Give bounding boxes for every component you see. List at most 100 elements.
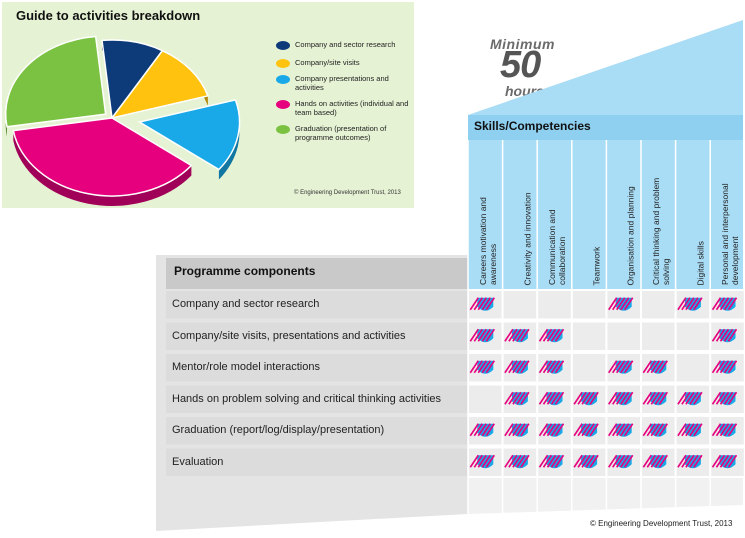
pie-slice bbox=[110, 49, 209, 120]
badge-stripe bbox=[546, 391, 557, 405]
badge-stripe bbox=[711, 360, 722, 374]
badge-stripe bbox=[719, 391, 730, 405]
badge-stripe bbox=[520, 423, 530, 437]
badge-stripe bbox=[646, 423, 656, 437]
badge-stripe bbox=[715, 360, 726, 374]
pie-slice bbox=[12, 117, 193, 197]
badge-stripe bbox=[689, 423, 699, 437]
skill-column-label: Digital skills bbox=[684, 185, 714, 285]
badge-stripe bbox=[516, 360, 526, 374]
badge-stripe bbox=[554, 454, 565, 468]
badge-stripe bbox=[550, 454, 561, 468]
badge-stripe bbox=[542, 360, 553, 374]
badge-stripe bbox=[485, 360, 495, 374]
badge-stripe bbox=[550, 328, 561, 342]
badge-stripe bbox=[504, 391, 514, 405]
programme-row-bg bbox=[166, 291, 468, 319]
badge-stripe bbox=[520, 328, 530, 342]
badge-stripe bbox=[554, 360, 565, 374]
badge-stripe bbox=[654, 360, 664, 374]
badge-stripe bbox=[473, 360, 483, 374]
minimum-number: 50 bbox=[500, 44, 541, 86]
matrix-cell bbox=[642, 291, 675, 319]
badge-stripe bbox=[550, 360, 561, 374]
badge-stripe bbox=[711, 297, 722, 311]
badge-stripe bbox=[469, 328, 479, 342]
badge-stripe bbox=[723, 454, 734, 468]
badge-stripe bbox=[520, 454, 530, 468]
competency-badge bbox=[711, 360, 738, 374]
badge-stripe bbox=[658, 454, 668, 468]
badge-stripe bbox=[581, 423, 591, 437]
badge-stripe bbox=[608, 297, 618, 311]
skill-column-text: Creativity and innovation bbox=[522, 191, 533, 285]
competency-badge bbox=[573, 454, 599, 469]
badge-stripe bbox=[677, 454, 687, 468]
badge-stripe bbox=[646, 360, 656, 374]
competency-badge bbox=[711, 454, 738, 469]
programme-components-title: Programme components bbox=[174, 264, 316, 278]
legend-label: Graduation (presentation of programme ou… bbox=[295, 124, 387, 142]
programme-row-bg bbox=[166, 448, 468, 476]
badge-stripe bbox=[608, 454, 618, 468]
competency-badge bbox=[608, 360, 634, 374]
competency-badge bbox=[642, 360, 668, 374]
programme-row-label: Company and sector research bbox=[172, 298, 320, 310]
badge-stripe bbox=[715, 328, 726, 342]
badge-stripe bbox=[546, 423, 557, 437]
badge-stripe bbox=[715, 454, 726, 468]
badge-stripe bbox=[620, 454, 630, 468]
badge-stripe bbox=[485, 328, 495, 342]
competency-badge bbox=[677, 297, 703, 311]
badge-stripe bbox=[612, 297, 622, 311]
badge-stripe bbox=[612, 454, 622, 468]
badge-stripe bbox=[546, 328, 557, 342]
badge-stripe bbox=[612, 391, 622, 405]
badge-stripe bbox=[516, 423, 526, 437]
badge-stripe bbox=[654, 454, 664, 468]
legend-swatch bbox=[276, 125, 290, 134]
badge-stripe bbox=[719, 423, 730, 437]
badge-stripe bbox=[654, 391, 664, 405]
badge-stripe bbox=[723, 360, 734, 374]
badge-stripe bbox=[473, 297, 483, 311]
badge-stripe bbox=[681, 297, 691, 311]
badge-stripe bbox=[504, 328, 514, 342]
pie-slice bbox=[4, 35, 107, 128]
badge-stripe bbox=[485, 454, 495, 468]
competency-badge bbox=[711, 328, 738, 343]
badge-stripe bbox=[711, 423, 722, 437]
skill-column-label: Personal and interpersonal development bbox=[718, 183, 745, 285]
badge-stripe bbox=[658, 360, 668, 374]
badge-stripe bbox=[689, 297, 699, 311]
competency-badge bbox=[504, 423, 530, 437]
skill-column-label: Organisation and planning bbox=[614, 185, 644, 285]
matrix-cell bbox=[538, 291, 571, 319]
legend-label: Hands on activities (individual and team… bbox=[295, 99, 409, 117]
badge-stripe bbox=[577, 454, 587, 468]
badge-stripe bbox=[646, 391, 656, 405]
badge-stripe bbox=[481, 360, 491, 374]
badge-stripe bbox=[608, 423, 618, 437]
badge-stripe bbox=[538, 391, 549, 405]
badge-stripe bbox=[554, 423, 565, 437]
badge-stripe bbox=[512, 423, 522, 437]
badge-stripe bbox=[642, 391, 652, 405]
badge-stripe bbox=[711, 454, 722, 468]
badge-stripe bbox=[546, 454, 557, 468]
badge-stripe bbox=[589, 391, 599, 405]
badge-stripe bbox=[620, 423, 630, 437]
badge-stripe bbox=[658, 391, 668, 405]
badge-stripe bbox=[481, 423, 491, 437]
legend-label: Company and sector research bbox=[295, 40, 396, 49]
competency-badge bbox=[573, 423, 599, 437]
badge-stripe bbox=[542, 328, 553, 342]
competency-badge bbox=[642, 423, 668, 437]
badge-stripe bbox=[677, 297, 687, 311]
matrix-cell bbox=[572, 354, 606, 382]
badge-stripe bbox=[516, 454, 526, 468]
badge-stripe bbox=[477, 328, 487, 342]
legend-swatch bbox=[276, 100, 290, 109]
pie-copyright: © Engineering Development Trust, 2013 bbox=[294, 190, 401, 196]
badge-stripe bbox=[516, 328, 526, 342]
